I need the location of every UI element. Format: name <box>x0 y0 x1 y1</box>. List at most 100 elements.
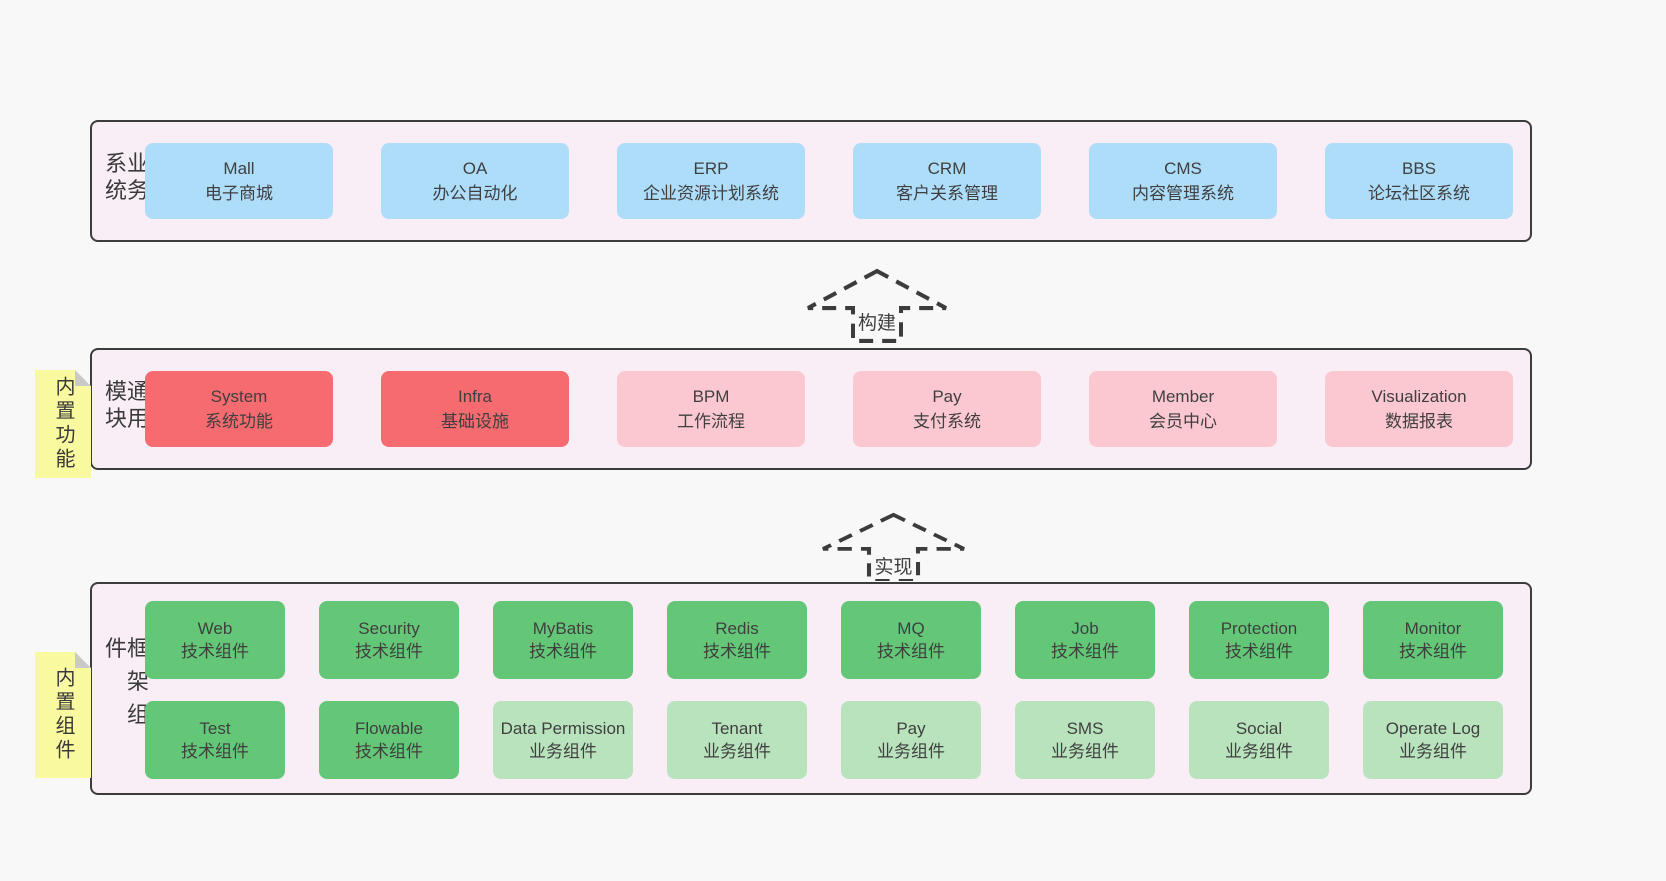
box-subtitle: 客户关系管理 <box>896 184 998 203</box>
box-mall: Mall 电子商城 <box>145 143 333 219</box>
box-title: Infra <box>457 387 493 406</box>
box-crm: CRM 客户关系管理 <box>853 143 1041 219</box>
box-protection: Protection 技术组件 <box>1189 601 1329 679</box>
box-title: Social <box>1235 719 1283 738</box>
box-visualization: Visualization 数据报表 <box>1325 371 1513 447</box>
block-arrow-up-icon <box>822 512 965 582</box>
business-systems-row: Mall 电子商城 OA 办公自动化 ERP 企业资源计划系统 CRM 客户关系… <box>145 143 1513 219</box>
folded-corner-icon <box>75 652 91 668</box>
box-title: Visualization <box>1371 387 1467 406</box>
box-data-permission: Data Permission 业务组件 <box>493 701 633 779</box>
box-subtitle: 内容管理系统 <box>1132 184 1234 203</box>
box-subtitle: 技术组件 <box>355 642 423 661</box>
box-subtitle: 企业资源计划系统 <box>643 184 779 203</box>
box-infra: Infra 基础设施 <box>381 371 569 447</box>
box-sms: SMS 业务组件 <box>1015 701 1155 779</box>
box-subtitle: 技术组件 <box>355 742 423 761</box>
arrow-label: 构建 <box>854 308 900 335</box>
box-redis: Redis 技术组件 <box>667 601 807 679</box>
box-subtitle: 支付系统 <box>913 412 981 431</box>
box-system: System 系统功能 <box>145 371 333 447</box>
box-subtitle: 技术组件 <box>181 642 249 661</box>
sticky-note-builtin-features: 内置功能 <box>35 370 91 478</box>
box-subtitle: 技术组件 <box>181 742 249 761</box>
box-subtitle: 电子商城 <box>205 184 273 203</box>
box-title: ERP <box>693 159 729 178</box>
box-subtitle: 技术组件 <box>529 642 597 661</box>
sticky-note-text: 内置功能 <box>52 376 74 472</box>
common-modules-panel: 通用模块 System 系统功能 Infra 基础设施 BPM 工作流程 Pay… <box>90 348 1532 470</box>
arrow-label: 实现 <box>871 552 916 579</box>
biz-components-row: Test 技术组件 Flowable 技术组件 Data Permission … <box>145 701 1503 779</box>
box-subtitle: 会员中心 <box>1149 412 1217 431</box>
box-subtitle: 论坛社区系统 <box>1368 184 1470 203</box>
box-social: Social 业务组件 <box>1189 701 1329 779</box>
box-subtitle: 技术组件 <box>877 642 945 661</box>
box-operate-log: Operate Log 业务组件 <box>1363 701 1503 779</box>
box-subtitle: 业务组件 <box>1399 742 1467 761</box>
box-title: Monitor <box>1404 619 1462 638</box>
box-cms: CMS 内容管理系统 <box>1089 143 1277 219</box>
box-title: Job <box>1071 619 1099 638</box>
box-bpm: BPM 工作流程 <box>617 371 805 447</box>
panel-label: 业务系统 <box>102 151 149 206</box>
box-bbs: BBS 论坛社区系统 <box>1325 143 1513 219</box>
box-subtitle: 业务组件 <box>877 742 945 761</box>
box-title: Operate Log <box>1385 719 1481 738</box>
box-title: Security <box>358 619 420 638</box>
box-title: Protection <box>1220 619 1298 638</box>
box-title: OA <box>462 159 488 178</box>
box-subtitle: 系统功能 <box>205 412 273 431</box>
box-test: Test 技术组件 <box>145 701 285 779</box>
block-arrow-up-icon <box>807 268 947 343</box>
box-pay-system: Pay 支付系统 <box>853 371 1041 447</box>
panel-label: 通用模块 <box>102 379 149 434</box>
box-erp: ERP 企业资源计划系统 <box>617 143 805 219</box>
box-subtitle: 技术组件 <box>1051 642 1119 661</box>
box-subtitle: 数据报表 <box>1385 412 1453 431</box>
box-title: Member <box>1151 387 1215 406</box>
box-security: Security 技术组件 <box>319 601 459 679</box>
box-subtitle: 技术组件 <box>1399 642 1467 661</box>
box-job: Job 技术组件 <box>1015 601 1155 679</box>
box-title: Test <box>199 719 231 738</box>
box-title: Pay <box>932 387 962 406</box>
box-title: Pay <box>896 719 926 738</box>
box-subtitle: 业务组件 <box>1051 742 1119 761</box>
tech-components-row: Web 技术组件 Security 技术组件 MyBatis 技术组件 Redi… <box>145 601 1503 679</box>
box-title: MQ <box>897 619 925 638</box>
sticky-note-builtin-components: 内置组件 <box>35 652 91 778</box>
box-member: Member 会员中心 <box>1089 371 1277 447</box>
box-subtitle: 办公自动化 <box>432 184 518 203</box>
box-title: Flowable <box>354 719 424 738</box>
box-title: BBS <box>1401 159 1437 178</box>
box-title: Redis <box>715 619 759 638</box>
box-subtitle: 业务组件 <box>1225 742 1293 761</box>
box-mybatis: MyBatis 技术组件 <box>493 601 633 679</box>
box-web: Web 技术组件 <box>145 601 285 679</box>
box-subtitle: 工作流程 <box>677 412 745 431</box>
box-title: CRM <box>927 159 967 178</box>
box-title: Data Permission <box>500 719 626 738</box>
arrow-implement: 实现 <box>820 512 967 582</box>
business-systems-panel: 业务系统 Mall 电子商城 OA 办公自动化 ERP 企业资源计划系统 CRM… <box>90 120 1532 242</box>
box-title: System <box>210 387 268 406</box>
sticky-note-text: 内置组件 <box>52 667 74 763</box>
box-tenant: Tenant 业务组件 <box>667 701 807 779</box>
folded-corner-icon <box>75 370 91 386</box>
box-title: Mall <box>223 159 255 178</box>
box-title: BPM <box>692 387 730 406</box>
box-subtitle: 技术组件 <box>1225 642 1293 661</box>
panel-label: 框架组件 <box>102 636 149 736</box>
box-title: MyBatis <box>532 619 594 638</box>
box-pay-component: Pay 业务组件 <box>841 701 981 779</box>
box-title: Tenant <box>711 719 763 738</box>
box-subtitle: 业务组件 <box>703 742 771 761</box>
box-monitor: Monitor 技术组件 <box>1363 601 1503 679</box>
box-title: SMS <box>1066 719 1104 738</box>
box-title: CMS <box>1164 159 1202 178</box>
box-mq: MQ 技术组件 <box>841 601 981 679</box>
framework-components-panel: 框架组件 Web 技术组件 Security 技术组件 MyBatis 技术组件… <box>90 582 1532 795</box>
framework-components-grid: Web 技术组件 Security 技术组件 MyBatis 技术组件 Redi… <box>145 601 1503 779</box>
common-modules-row: System 系统功能 Infra 基础设施 BPM 工作流程 Pay 支付系统… <box>145 371 1513 447</box>
